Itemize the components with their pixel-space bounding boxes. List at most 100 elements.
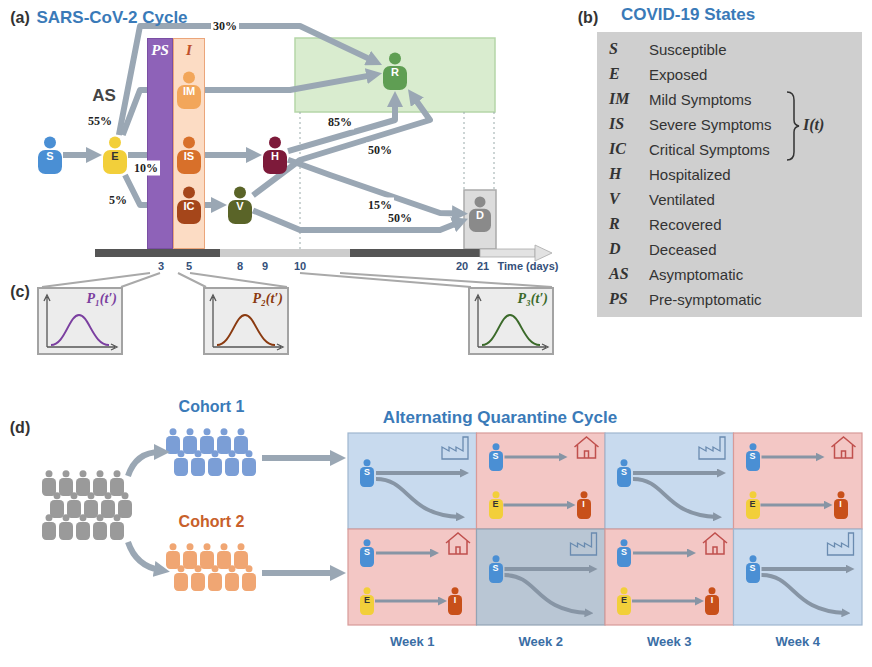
state-letter: E xyxy=(742,499,764,519)
week-cell xyxy=(477,529,606,625)
infection-arrow xyxy=(762,575,846,613)
phase-label: AS xyxy=(92,86,116,106)
timeline-bar xyxy=(350,249,480,257)
cohort-person xyxy=(191,450,205,476)
person-head xyxy=(44,136,56,148)
cohort-person xyxy=(242,565,256,591)
cohort-person xyxy=(208,565,222,591)
distribution-box: P₂(t′) xyxy=(203,287,289,355)
crowd-person xyxy=(67,492,81,518)
person-head xyxy=(212,450,219,457)
stay-arrow xyxy=(633,552,691,555)
state-description: Deceased xyxy=(649,241,717,258)
state-letter: S xyxy=(485,451,507,471)
timeline-bar xyxy=(220,249,350,257)
person-body xyxy=(76,478,90,496)
cohort-group: Cohort 1 xyxy=(150,398,273,486)
person-body xyxy=(200,551,214,569)
person-body xyxy=(200,436,214,454)
cohort-group: Cohort 2 xyxy=(150,513,273,601)
person-head xyxy=(63,514,70,521)
cohort-person xyxy=(166,428,180,454)
person-icon: IC xyxy=(177,186,201,224)
state-symbol: E xyxy=(609,65,620,83)
person-body xyxy=(42,478,56,496)
panel-letter: (c) xyxy=(10,283,30,301)
state-description: Hospitalized xyxy=(649,166,731,183)
person-head xyxy=(229,565,236,572)
flow-connector xyxy=(632,600,699,603)
person-head xyxy=(709,587,716,594)
stay-arrow xyxy=(762,567,850,571)
tick-label: 8 xyxy=(237,260,243,272)
timeline-bar xyxy=(95,249,220,257)
band-label: I xyxy=(174,42,204,59)
person-icon: E xyxy=(746,491,760,519)
flow-connector xyxy=(504,504,571,507)
week-cell xyxy=(734,529,863,625)
state-symbol: H xyxy=(609,165,621,183)
crowd-person xyxy=(59,514,73,540)
state-description: Pre-symptomatic xyxy=(649,291,762,308)
person-head xyxy=(71,492,78,499)
person-head xyxy=(492,443,499,450)
edge-label: 55% xyxy=(86,114,114,129)
recovered-region xyxy=(295,38,495,112)
person-head xyxy=(97,470,104,477)
person-icon: I xyxy=(448,587,462,615)
person-head xyxy=(749,555,756,562)
state-symbol: PS xyxy=(609,290,628,308)
person-head xyxy=(749,491,756,498)
panel-letter: (d) xyxy=(10,419,30,437)
infection-arrow xyxy=(505,575,589,613)
person-icon: I xyxy=(577,491,591,519)
state-symbol: R xyxy=(609,215,620,233)
tick-label: 5 xyxy=(186,260,192,272)
flow-connector xyxy=(761,504,828,507)
cohort-label: Cohort 2 xyxy=(150,513,273,531)
cohort-person xyxy=(200,428,214,454)
state-letter: I xyxy=(573,499,595,519)
timeline-bar xyxy=(480,249,535,257)
person-head xyxy=(212,565,219,572)
person-body xyxy=(93,478,107,496)
state-description: Recovered xyxy=(649,216,722,233)
person-head xyxy=(88,492,95,499)
state-symbol: IM xyxy=(609,90,629,108)
crowd-person xyxy=(84,492,98,518)
axis-label: Time (days) xyxy=(498,260,559,272)
person-head xyxy=(105,492,112,499)
brace xyxy=(787,92,799,160)
cohort-person xyxy=(234,428,248,454)
crowd-person xyxy=(42,470,56,496)
state-description: Susceptible xyxy=(649,41,727,58)
person-head xyxy=(238,428,245,435)
zoom-line xyxy=(190,273,287,287)
person-head xyxy=(204,543,211,550)
state-letter: IC xyxy=(173,200,205,224)
state-letter: IS xyxy=(173,150,205,174)
flow-connector xyxy=(202,75,372,90)
cohort-label: Cohort 1 xyxy=(150,398,273,416)
person-head xyxy=(195,565,202,572)
crowd-person xyxy=(76,514,90,540)
person-head xyxy=(170,428,177,435)
flow-connector xyxy=(253,210,459,230)
person-body xyxy=(208,573,222,591)
person-body xyxy=(59,522,73,540)
week-cell xyxy=(477,433,606,529)
person-icon: S xyxy=(489,555,503,583)
state-letter: S xyxy=(742,563,764,583)
person-icon: S xyxy=(617,539,631,567)
person-head xyxy=(187,543,194,550)
crowd-person xyxy=(110,470,124,496)
person-body xyxy=(217,436,231,454)
person-head xyxy=(46,470,53,477)
cohort-person xyxy=(225,450,239,476)
house-icon xyxy=(575,437,599,458)
person-head xyxy=(178,450,185,457)
tick-label: 3 xyxy=(158,260,164,272)
person-body xyxy=(234,551,248,569)
person-head xyxy=(204,428,211,435)
person-icon: D xyxy=(469,196,491,232)
